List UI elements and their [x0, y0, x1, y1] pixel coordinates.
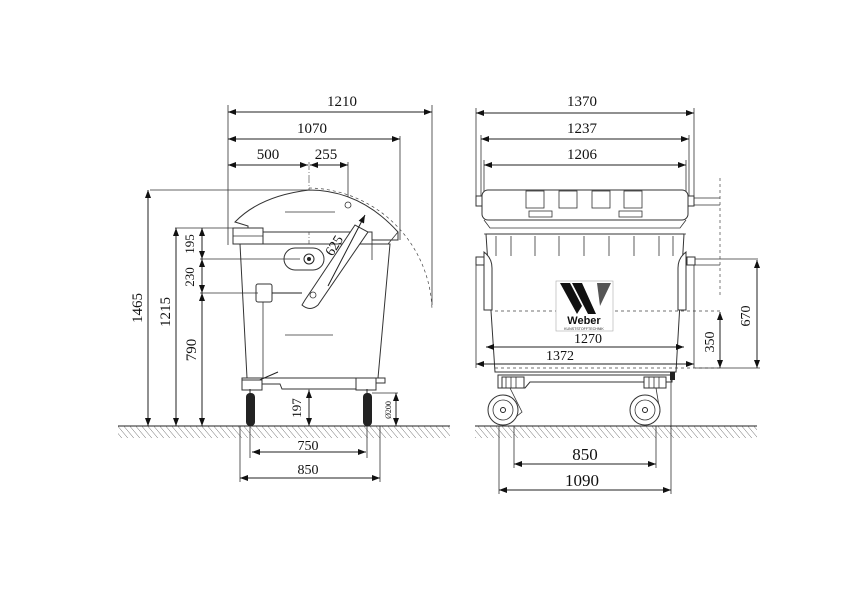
lid-pocket-2 — [558, 190, 578, 209]
dim-label-1215: 1215 — [158, 297, 174, 327]
dim-label-850-side: 850 — [298, 463, 319, 478]
front-view: 1370 1237 1206 — [475, 94, 760, 494]
dim-label-255: 255 — [315, 147, 338, 163]
lid-pocket-3 — [591, 190, 611, 209]
dim-label-1090: 1090 — [565, 471, 599, 490]
logo-tagline: KUNSTSTOFFTECHNIK — [564, 327, 604, 331]
dim-label-195: 195 — [182, 234, 197, 254]
dim-label-1370: 1370 — [567, 94, 597, 110]
lid-swing-arc — [308, 187, 433, 311]
weber-logo: Weber KUNSTSTOFFTECHNIK — [555, 280, 614, 332]
logo-brand-name: Weber — [567, 315, 601, 327]
dim-label-750: 750 — [298, 439, 319, 454]
dim-label-197: 197 — [289, 398, 304, 418]
dim-label-850-front: 850 — [572, 445, 598, 464]
dim-label-500: 500 — [257, 147, 280, 163]
wheel-left-front — [487, 387, 523, 426]
logo-w-left-stroke — [560, 283, 582, 314]
dim-label-1465: 1465 — [130, 293, 146, 323]
wheel-right-front — [629, 387, 661, 426]
dim-label-1372: 1372 — [546, 349, 574, 364]
logo-w-accent — [597, 283, 611, 306]
side-grip — [255, 283, 273, 303]
dim-label-wheel-diameter: Ø200 — [384, 401, 393, 419]
wheel-front-side — [246, 393, 255, 426]
dim-label-1070: 1070 — [297, 121, 327, 137]
ground-line-left — [118, 425, 450, 438]
ground-line-right — [475, 425, 757, 438]
lid-lever-arm — [301, 224, 369, 309]
logo-w-mid-stroke — [572, 283, 596, 314]
lid-front — [481, 189, 689, 221]
side-view: 1210 1070 500 255 625 — [130, 94, 433, 482]
wheel-rear-side — [363, 393, 372, 426]
lid-pocket-4 — [623, 190, 643, 209]
dim-label-1206: 1206 — [567, 147, 598, 163]
lid-pocket-1 — [525, 190, 545, 209]
dim-line-625 — [327, 214, 366, 287]
dim-label-670: 670 — [739, 306, 754, 327]
dim-label-1237: 1237 — [567, 121, 598, 137]
dim-label-790: 790 — [184, 339, 200, 362]
dim-label-1270: 1270 — [574, 332, 602, 347]
dim-label-230: 230 — [182, 267, 197, 287]
dim-label-350: 350 — [703, 332, 718, 353]
dim-label-1210: 1210 — [327, 94, 357, 110]
